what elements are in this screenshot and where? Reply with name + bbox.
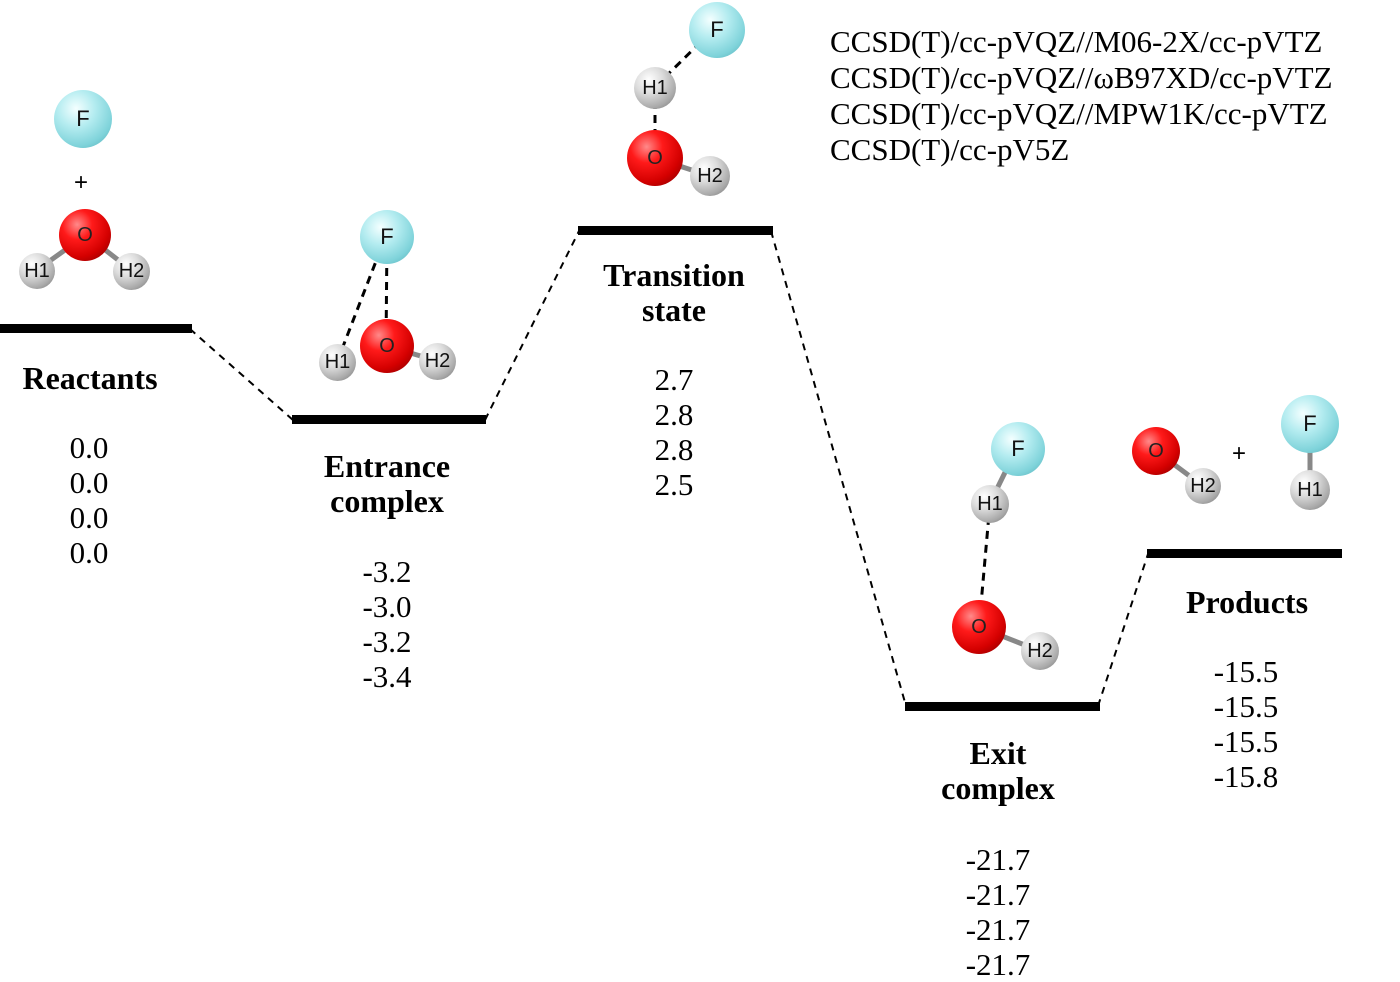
values-transition-state: 2.7 2.8 2.8 2.5 <box>654 362 694 502</box>
values-reactants: 0.0 0.0 0.0 0.0 <box>69 430 109 570</box>
level-reactants <box>0 324 192 333</box>
connector-reactants-entrance <box>189 328 294 421</box>
label-products: Products <box>1185 584 1309 620</box>
ts-oxygen-atom: O <box>627 130 683 186</box>
values-entrance-complex: -3.2 -3.0 -3.2 -3.4 <box>362 554 412 694</box>
exit-fluorine-atom: F <box>991 422 1045 476</box>
products-fluorine-atom: F <box>1281 395 1339 453</box>
level-transition-state <box>578 226 773 235</box>
legend-item: CCSD(T)/cc-pVQZ//M06-2X/cc-pVTZ <box>830 24 1323 59</box>
legend-item: CCSD(T)/cc-pVQZ//ωB97XD/cc-pVTZ <box>830 60 1333 95</box>
connector-entrance-ts <box>484 230 580 421</box>
reactants-hydrogen1-atom: H1 <box>19 253 55 289</box>
ts-fluorine-atom: F <box>689 2 745 58</box>
reactants-oxygen-atom: O <box>59 209 111 261</box>
level-exit-complex <box>905 702 1100 711</box>
exit-oxygen-atom: O <box>952 600 1006 654</box>
products-hydrogen1-atom: H1 <box>1290 470 1330 510</box>
label-exit-complex: Exit complex <box>941 735 1055 806</box>
label-reactants: Reactants <box>22 360 158 396</box>
legend-item: CCSD(T)/cc-pVQZ//MPW1K/cc-pVTZ <box>830 96 1328 131</box>
values-exit-complex: -21.7 -21.7 -21.7 -21.7 <box>965 842 1031 982</box>
ts-hydrogen1-atom: H1 <box>634 67 676 109</box>
reactants-hydrogen2-atom: H2 <box>113 253 150 290</box>
connector-exit-products <box>1097 553 1149 707</box>
entrance-hydrogen1-atom: H1 <box>319 344 356 381</box>
exit-hydrogen2-atom: H2 <box>1021 632 1059 670</box>
products-oxygen-atom: O <box>1132 427 1180 475</box>
reactants-fluorine-atom: F <box>54 90 112 148</box>
entrance-fluorine-atom: F <box>360 210 414 264</box>
products-hydrogen2-atom: H2 <box>1185 468 1221 504</box>
connector-ts-exit <box>770 230 907 707</box>
legend-item: CCSD(T)/cc-pV5Z <box>830 132 1070 167</box>
entrance-oxygen-atom: O <box>360 319 414 373</box>
level-entrance-complex <box>292 415 486 424</box>
reactants-plus-sign: + <box>74 169 89 196</box>
label-transition-state: Transition state <box>603 257 745 328</box>
entrance-hydrogen2-atom: H2 <box>419 343 456 380</box>
products-plus-sign: + <box>1232 440 1247 467</box>
method-legend: CCSD(T)/cc-pVQZ//M06-2X/cc-pVTZ CCSD(T)/… <box>830 24 1333 168</box>
values-products: -15.5 -15.5 -15.5 -15.8 <box>1213 654 1279 794</box>
ts-hydrogen2-atom: H2 <box>690 156 730 196</box>
label-entrance-complex: Entrance complex <box>323 448 451 519</box>
exit-hydrogen1-atom: H1 <box>971 485 1009 523</box>
level-products <box>1147 549 1342 558</box>
